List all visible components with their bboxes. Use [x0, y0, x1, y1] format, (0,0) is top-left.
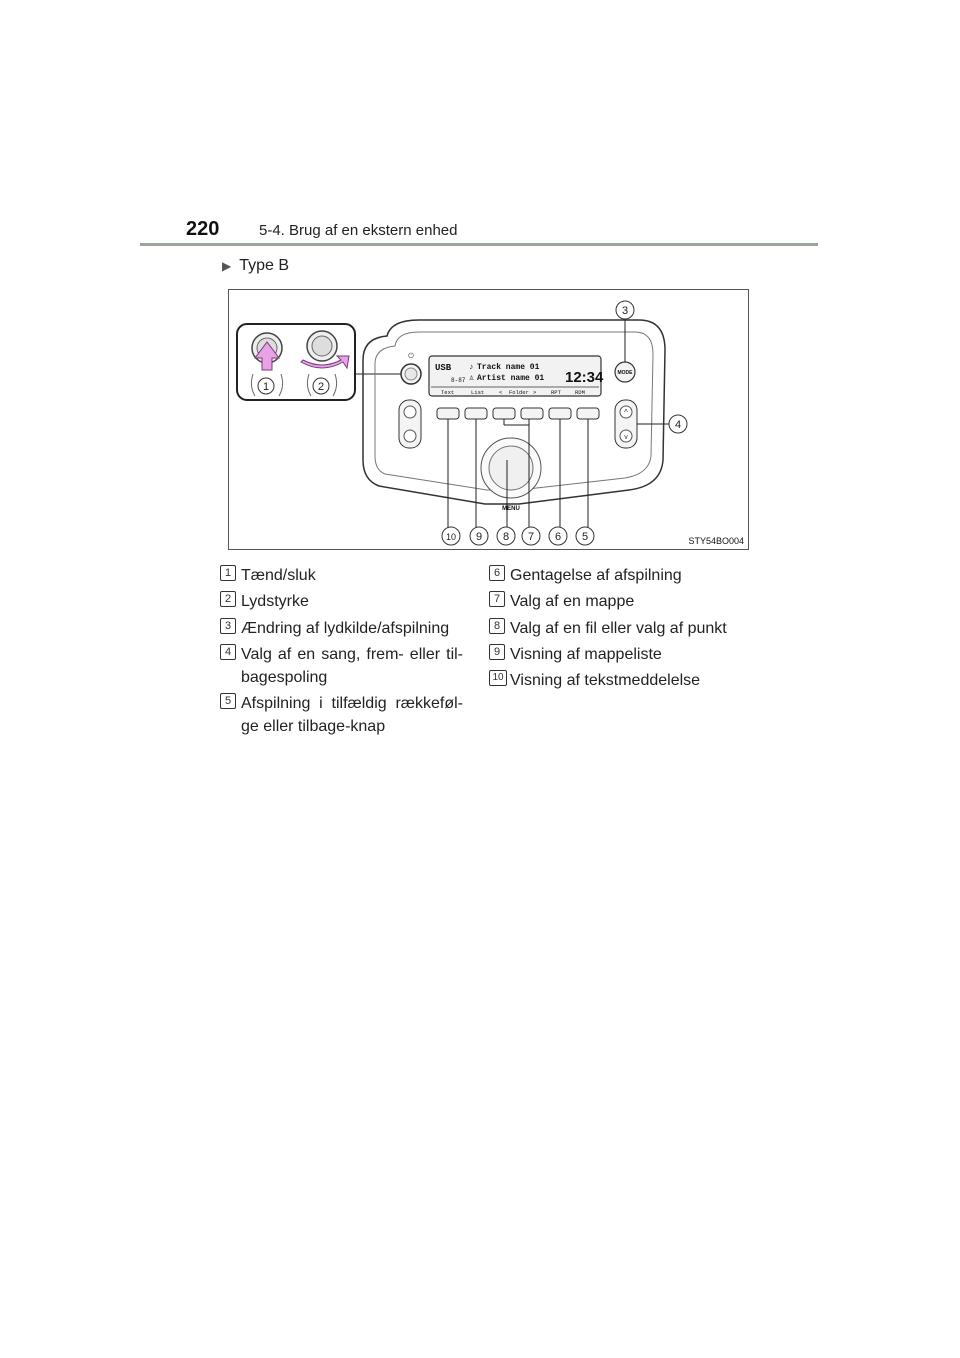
item-number: 7 [489, 591, 505, 607]
softkey-buttons [436, 407, 600, 420]
softkey-prev: < [499, 389, 502, 396]
page-number: 220 [186, 218, 220, 240]
svg-text:⏻: ⏻ [408, 352, 414, 360]
svg-text:v: v [624, 434, 628, 441]
item-number: 4 [220, 644, 236, 660]
display-clock: 12:34 [565, 369, 604, 386]
softkey-text: Text [441, 389, 454, 396]
leader-lines [447, 419, 589, 528]
callout-5: 5 [582, 531, 588, 543]
item-number: 5 [220, 693, 236, 709]
header-divider [140, 243, 818, 246]
panel-body: ⏻ [362, 319, 666, 505]
svg-text:♪: ♪ [469, 363, 474, 372]
display-source: USB [435, 363, 452, 373]
softkey-list: List [471, 389, 484, 396]
figure-code: STY54BO004 [688, 536, 744, 546]
item-text: Visning af tekstmeddelelse [510, 672, 701, 689]
callout-7: 7 [528, 531, 534, 543]
section-title: 5-4. Brug af en ekstern enhed [259, 222, 458, 239]
menu-knob: MENU [480, 437, 542, 512]
knob-inset: 1 2 [236, 323, 404, 401]
callout-3: 3 [622, 305, 628, 317]
mode-label: MODE [618, 370, 634, 376]
item-number: 2 [220, 591, 236, 607]
mode-button: MODE [614, 320, 636, 383]
item-number: 10 [489, 670, 507, 686]
item-number: 8 [489, 618, 505, 634]
item-number: 3 [220, 618, 236, 634]
item-text: Ændring af lydkilde/afspilning [241, 620, 450, 637]
callout-9: 9 [476, 531, 482, 543]
item-number: 1 [220, 565, 236, 581]
svg-text:2: 2 [318, 381, 324, 393]
svg-text:^: ^ [624, 408, 628, 417]
callout-10: 10 [446, 532, 456, 542]
seek-buttons: ^ v [614, 399, 669, 449]
softkey-rpt: RPT [551, 389, 562, 396]
item-text: Tænd/sluk [241, 567, 316, 584]
display-artist: Artist name 01 [477, 374, 544, 383]
item-text: Valg af en mappe [510, 593, 635, 610]
callout-4: 4 [675, 419, 681, 431]
item-text: Valg af en sang, frem- eller til-bagespo… [241, 646, 463, 686]
phone-buttons [398, 399, 422, 449]
audio-unit-illustration: 1 2 ⏻ USB ♪ Track name 01 ♙ Artist name … [236, 300, 688, 546]
display-track: Track name 01 [477, 363, 540, 372]
item-text: Gentagelse af afspilning [510, 567, 682, 584]
callout-6: 6 [555, 531, 561, 543]
callouts: 3 4 10 9 8 7 6 5 [441, 300, 688, 546]
audio-unit-figure: 1 2 ⏻ USB ♪ Track name 01 ♙ Artist name … [228, 289, 749, 550]
svg-text:1: 1 [263, 381, 269, 393]
item-text: Afspilning i tilfældig rækkeføl-ge eller… [241, 695, 463, 735]
item-number: 6 [489, 565, 505, 581]
menu-label: MENU [502, 506, 520, 512]
softkey-rdm: RDM [575, 389, 585, 396]
item-text: Visning af mappeliste [510, 646, 662, 663]
display-screen: USB ♪ Track name 01 ♙ Artist name 01 8-8… [428, 355, 604, 397]
item-number: 9 [489, 644, 505, 660]
item-text: Lydstyrke [241, 593, 309, 610]
display-sub: 8-87 [451, 377, 466, 384]
type-label: Type B [239, 257, 290, 274]
type-heading: ▶ Type B [222, 257, 289, 275]
softkey-next: > [533, 389, 536, 396]
svg-text:♙: ♙ [469, 374, 474, 383]
triangle-bullet-icon: ▶ [222, 259, 232, 273]
callout-8: 8 [503, 531, 509, 543]
softkey-folder: Folder [509, 389, 529, 396]
item-text: Valg af en fil eller valg af punkt [510, 620, 727, 637]
